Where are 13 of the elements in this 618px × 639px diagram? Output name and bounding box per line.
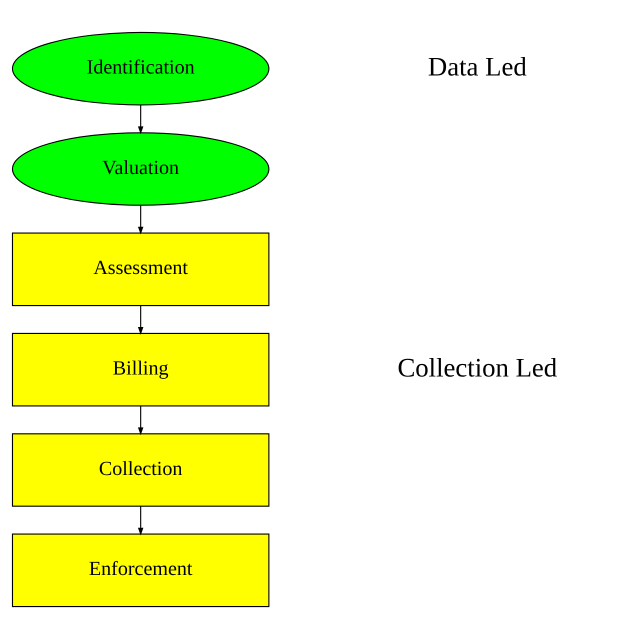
label: Collection Led — [397, 352, 558, 383]
node-ellipse: Identification — [12, 32, 270, 106]
arrow — [138, 506, 144, 536]
node-ellipse: Valuation — [12, 132, 270, 206]
arrow — [138, 406, 144, 436]
arrow — [138, 105, 144, 134]
node-box: Assessment — [12, 232, 270, 306]
arrow — [138, 206, 144, 235]
label: Data Led — [428, 52, 527, 82]
arrow — [138, 306, 144, 335]
node-box: Billing — [12, 332, 270, 406]
node-box: Collection — [12, 433, 270, 507]
node-box: Enforcement — [12, 534, 270, 608]
